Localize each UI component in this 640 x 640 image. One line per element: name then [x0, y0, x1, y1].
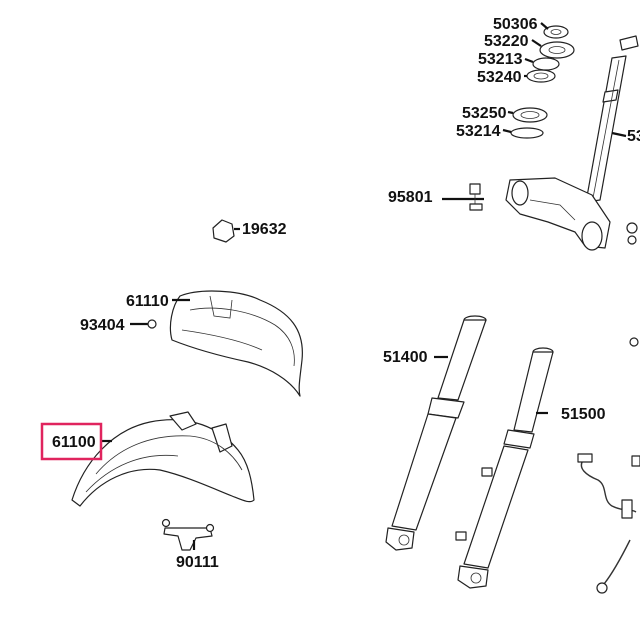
bracket-90111[interactable]: [161, 518, 215, 551]
front-fender-61100[interactable]: [71, 411, 255, 507]
inner-fender-61110[interactable]: [169, 290, 303, 397]
label-51500: 51500: [561, 406, 606, 423]
bolt-95801[interactable]: [442, 183, 484, 211]
bearing-race-53220[interactable]: [531, 39, 575, 59]
sensor-cable[interactable]: [577, 337, 640, 594]
bearing-nut-50306[interactable]: [540, 22, 569, 39]
triple-clamp[interactable]: [505, 177, 638, 251]
label-53240: 53240: [477, 69, 522, 86]
label-53-stem: 53: [627, 128, 640, 145]
label-53213: 53213: [478, 51, 523, 68]
screw-93404[interactable]: [130, 319, 157, 329]
highlight-box: [40, 422, 103, 461]
label-53250: 53250: [462, 105, 507, 122]
label-93404: 93404: [80, 317, 125, 334]
label-61100: 61100: [52, 434, 96, 451]
label-90111: 90111: [176, 554, 219, 571]
fork-leg-51500[interactable]: [455, 347, 554, 589]
fork-leg-51400[interactable]: [385, 315, 487, 551]
label-19632: 19632: [242, 221, 287, 238]
label-53214: 53214: [456, 123, 501, 140]
label-61110: 61110: [126, 293, 169, 310]
bearing-53213[interactable]: [524, 57, 560, 71]
bearing-53240[interactable]: [524, 69, 556, 83]
clip-19632[interactable]: [212, 219, 240, 243]
label-51400: 51400: [383, 349, 428, 366]
label-50306: 50306: [493, 16, 538, 33]
seal-53214[interactable]: [502, 127, 544, 139]
label-95801: 95801: [388, 189, 433, 206]
steering-stem[interactable]: [585, 35, 639, 203]
bearing-53250[interactable]: [507, 107, 548, 123]
label-53220: 53220: [484, 33, 529, 50]
